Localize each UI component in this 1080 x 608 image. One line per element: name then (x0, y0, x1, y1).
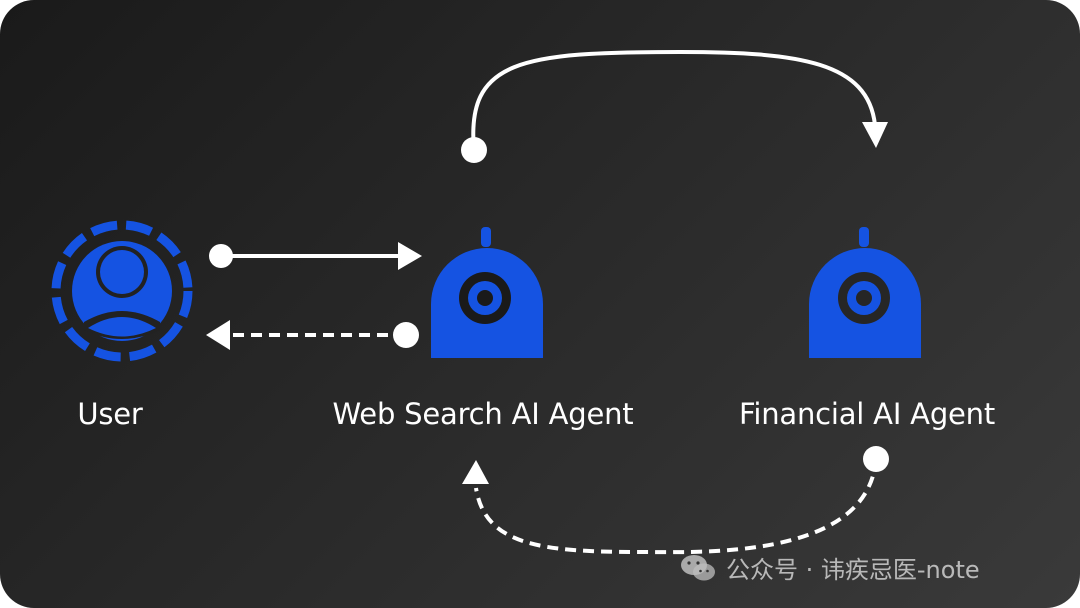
financial-agent-label: Financial AI Agent (738, 397, 996, 431)
web-search-agent-label: Web Search AI Agent (332, 397, 634, 431)
wechat-icon (681, 554, 715, 580)
edge-financial-to-web-search (462, 446, 889, 555)
financial-agent-icon (809, 227, 921, 358)
user-avatar-icon (51, 220, 193, 362)
watermark: 公众号 · 讳疾忌医-note (680, 550, 980, 585)
user-label: User (77, 397, 143, 431)
web-search-agent-icon (431, 227, 543, 358)
edge-web-search-to-financial (461, 49, 888, 163)
edge-web-search-to-user (206, 320, 419, 350)
watermark-text: 公众号 · 讳疾忌医-note (726, 556, 980, 584)
edge-user-to-web-search (209, 242, 422, 270)
